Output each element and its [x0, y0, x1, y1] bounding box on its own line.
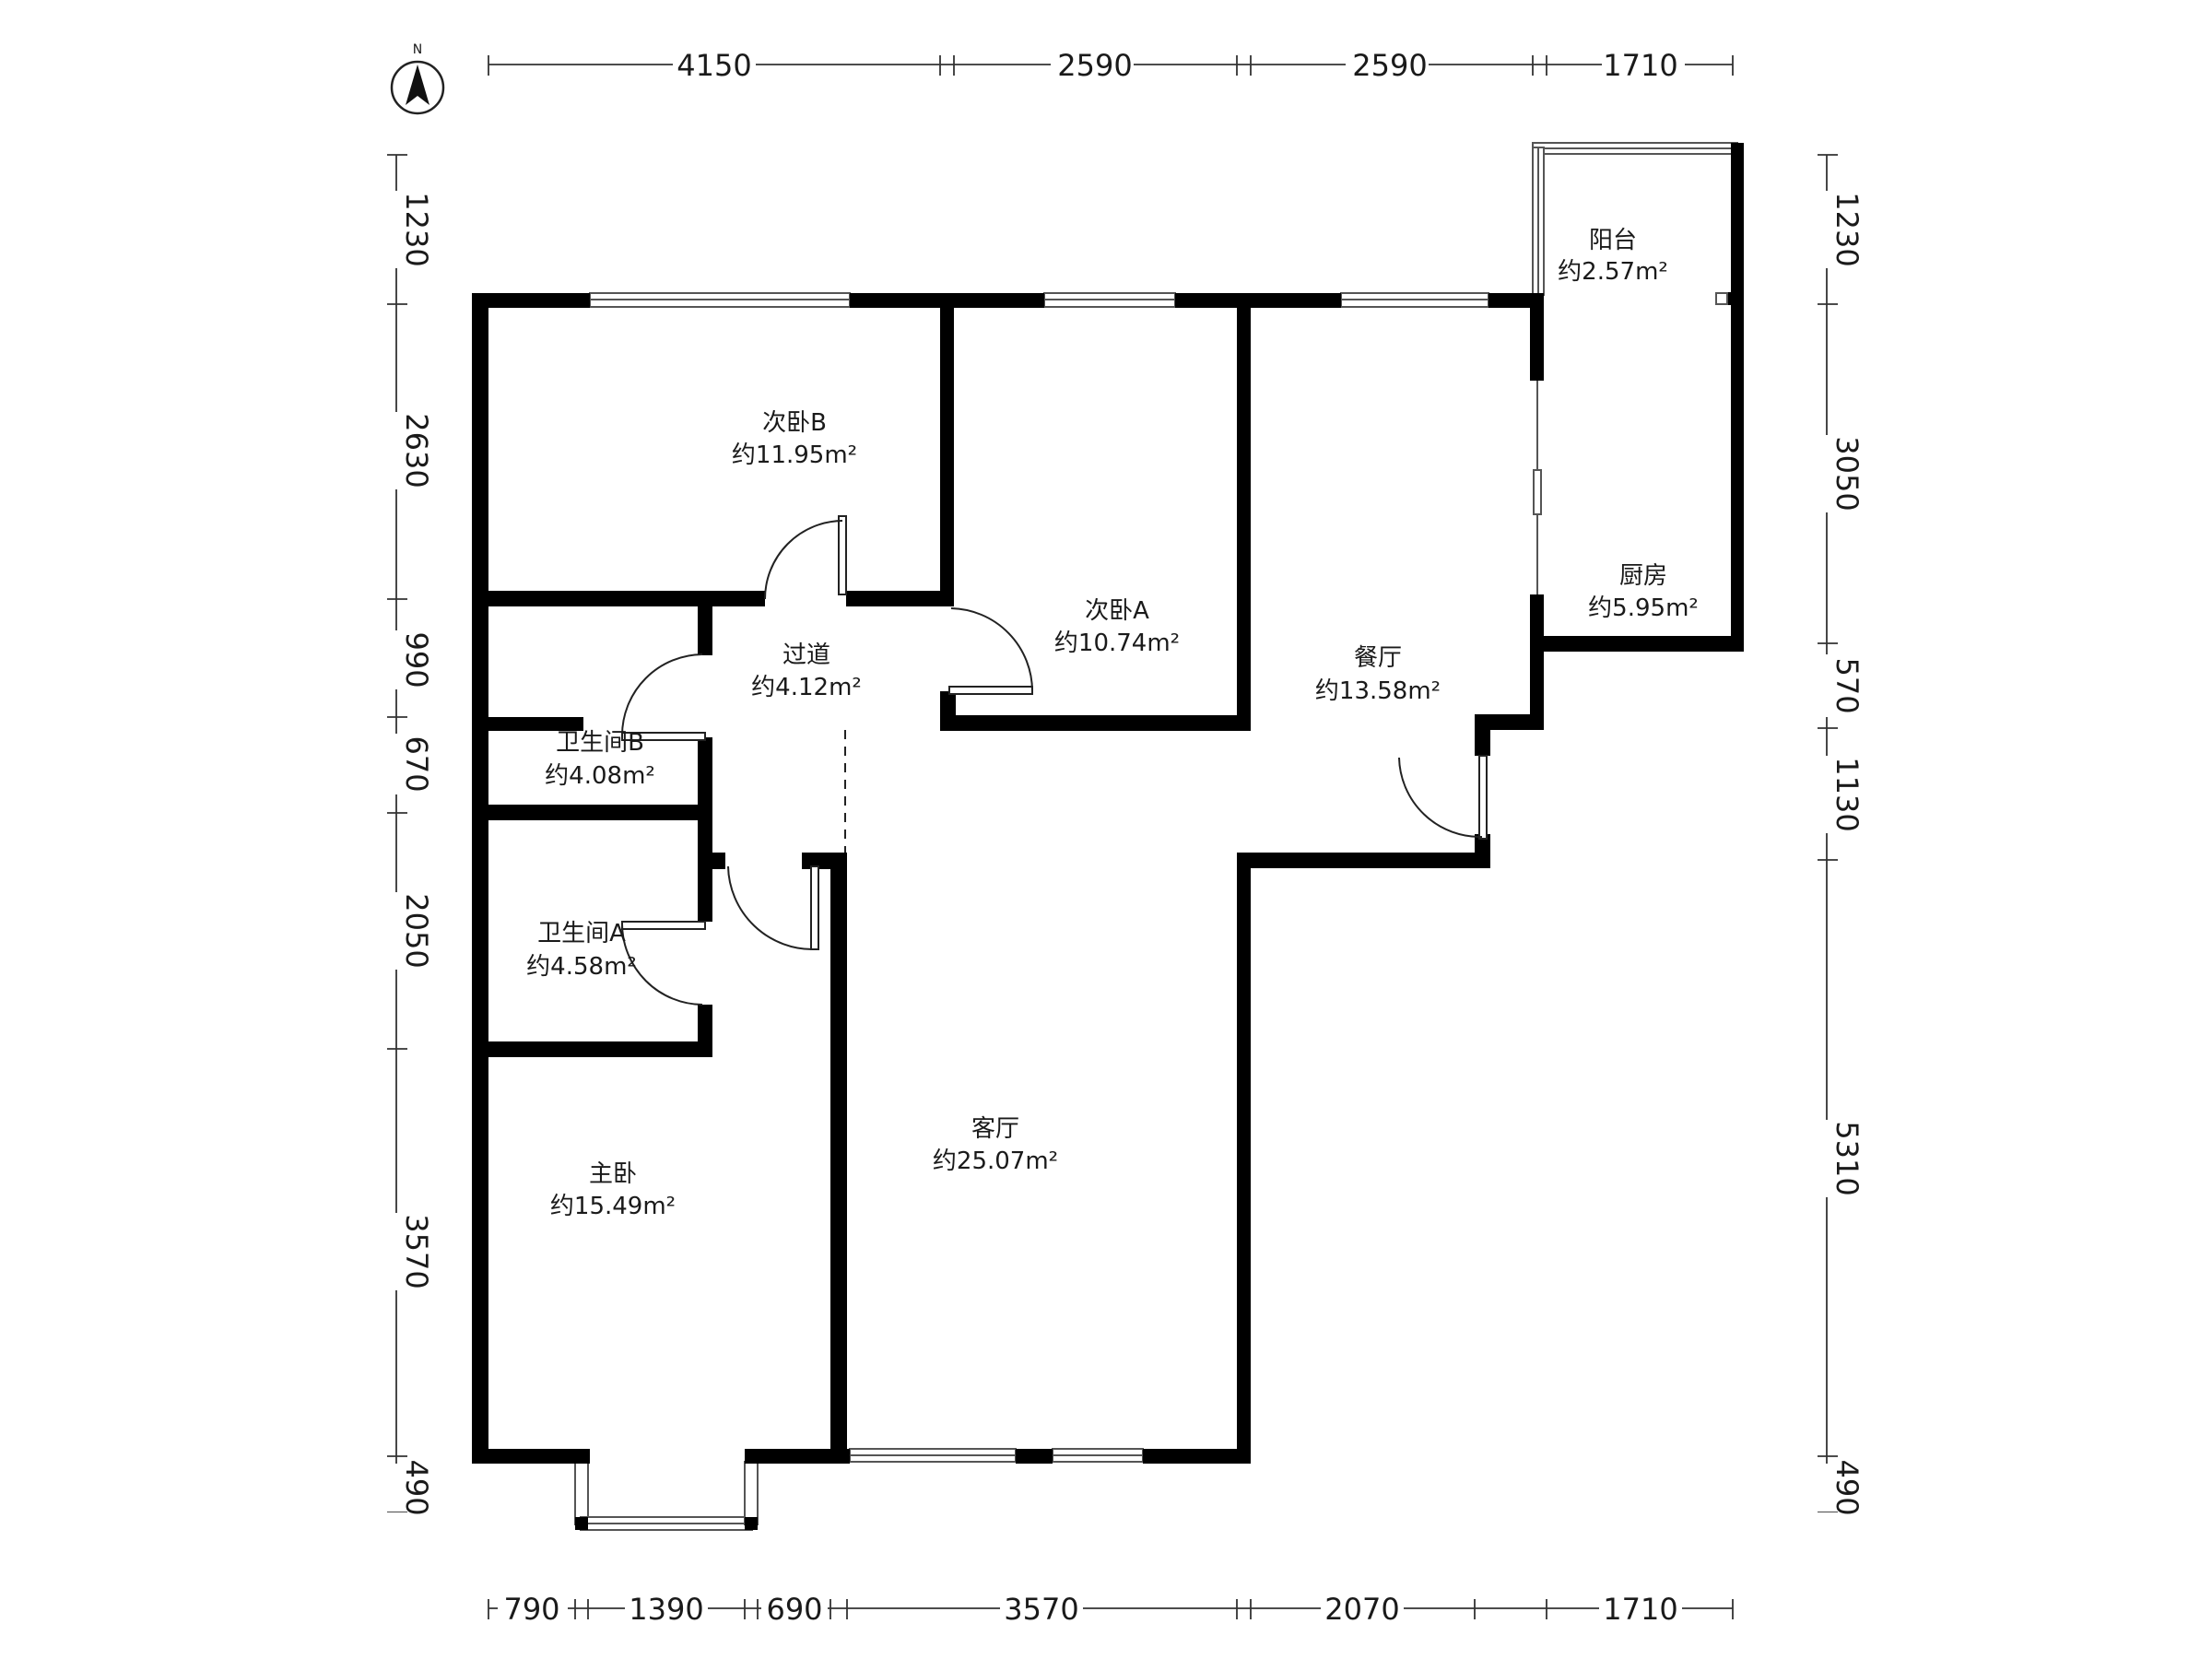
room-labels: 阳台 约2.57m² 次卧B 约11.95m² 次卧A 约10.74m² 过道 … [526, 227, 1699, 1220]
window-bay-right [744, 1461, 759, 1525]
wall-living-right [1237, 853, 1251, 1464]
dim-right-2: 3050 [1830, 436, 1865, 511]
room-area-bedroom-a: 约10.74m² [1054, 629, 1180, 657]
doors [621, 292, 1728, 1006]
dimensions [387, 55, 1838, 1619]
dim-right-4: 1130 [1830, 757, 1865, 831]
dim-left-7: 490 [399, 1459, 434, 1515]
door-bedroom-b[interactable] [764, 515, 847, 600]
room-name-bath-b: 卫生间B [556, 729, 644, 757]
wall-master-living [830, 853, 847, 1464]
dim-left-1: 1230 [399, 192, 434, 266]
room-name-living: 客厅 [971, 1115, 1019, 1143]
dim-left-3: 990 [399, 631, 434, 688]
wall-kitchen-left-top [1530, 293, 1544, 381]
door-bath-a[interactable] [621, 921, 706, 1006]
walls [472, 143, 1744, 1530]
north-arrow-icon [406, 65, 429, 105]
dim-left-2: 2630 [399, 413, 434, 488]
room-area-dining: 约13.58m² [1315, 677, 1441, 705]
dim-top-2: 2590 [1057, 48, 1132, 83]
room-name-kitchen: 厨房 [1619, 562, 1667, 590]
dim-left-6: 3570 [399, 1214, 434, 1288]
room-name-master: 主卧 [589, 1160, 637, 1188]
dim-right-5: 5310 [1830, 1121, 1865, 1195]
room-area-corridor: 约4.12m² [751, 674, 862, 701]
wall-left [472, 293, 488, 1464]
wall-kitchen-bottom [1530, 636, 1744, 652]
wall-bathb-inner [487, 717, 583, 731]
room-name-corridor: 过道 [782, 641, 830, 669]
door-bedroom-a[interactable] [948, 607, 1033, 695]
door-balcony[interactable] [1715, 292, 1728, 305]
wall-dining-bottom [1237, 853, 1490, 868]
room-name-bath-a: 卫生间A [537, 920, 626, 947]
wall-kitchen-right [1731, 143, 1744, 652]
dim-top-3: 2590 [1352, 48, 1427, 83]
dim-left-4: 670 [399, 735, 434, 792]
dim-bottom-2: 1390 [629, 1592, 703, 1627]
windows [574, 142, 1738, 1531]
dim-left-5: 2050 [399, 893, 434, 968]
room-name-balcony: 阳台 [1589, 227, 1637, 254]
door-master[interactable] [727, 865, 819, 951]
compass-label: N [413, 42, 422, 57]
dim-bottom-4: 3570 [1004, 1592, 1078, 1627]
wall-batha-bottom [487, 1041, 712, 1057]
dim-bottom-5: 2070 [1324, 1592, 1399, 1627]
wall-bedB-bedA [940, 304, 954, 599]
dimension-labels: 4150 2590 2590 1710 790 1390 690 3570 20… [380, 48, 1865, 1627]
dim-bottom-1: 790 [503, 1592, 559, 1627]
room-area-bath-a: 约4.58m² [526, 953, 637, 981]
door-kitchen-sliding[interactable] [1533, 381, 1542, 594]
room-name-bedroom-b: 次卧B [762, 409, 827, 437]
dim-right-1: 1230 [1830, 192, 1865, 266]
wall-bedA-dining [1237, 304, 1251, 728]
door-bath-b[interactable] [621, 653, 706, 741]
room-area-balcony: 约2.57m² [1558, 258, 1668, 286]
room-area-kitchen: 约5.95m² [1588, 594, 1699, 622]
room-area-bath-b: 约4.08m² [545, 762, 655, 790]
dim-bottom-6: 1710 [1603, 1592, 1677, 1627]
room-area-living: 约25.07m² [933, 1147, 1058, 1175]
door-dining[interactable] [1398, 755, 1488, 840]
dim-top-1: 4150 [677, 48, 751, 83]
window-bay-left [574, 1461, 589, 1525]
dim-right-6: 490 [1830, 1459, 1865, 1515]
dim-bottom-3: 690 [766, 1592, 822, 1627]
dim-top-4: 1710 [1603, 48, 1677, 83]
room-name-dining: 餐厅 [1354, 644, 1402, 672]
room-area-bedroom-b: 约11.95m² [732, 441, 857, 469]
dim-left [387, 154, 407, 1512]
wall-bathb-bottom [487, 805, 712, 820]
wall-kitchen-left-bottom [1530, 594, 1544, 728]
room-area-master: 约15.49m² [550, 1193, 676, 1220]
room-name-bedroom-a: 次卧A [1085, 597, 1149, 625]
dim-right-3: 570 [1830, 657, 1865, 713]
compass: N [390, 42, 445, 115]
